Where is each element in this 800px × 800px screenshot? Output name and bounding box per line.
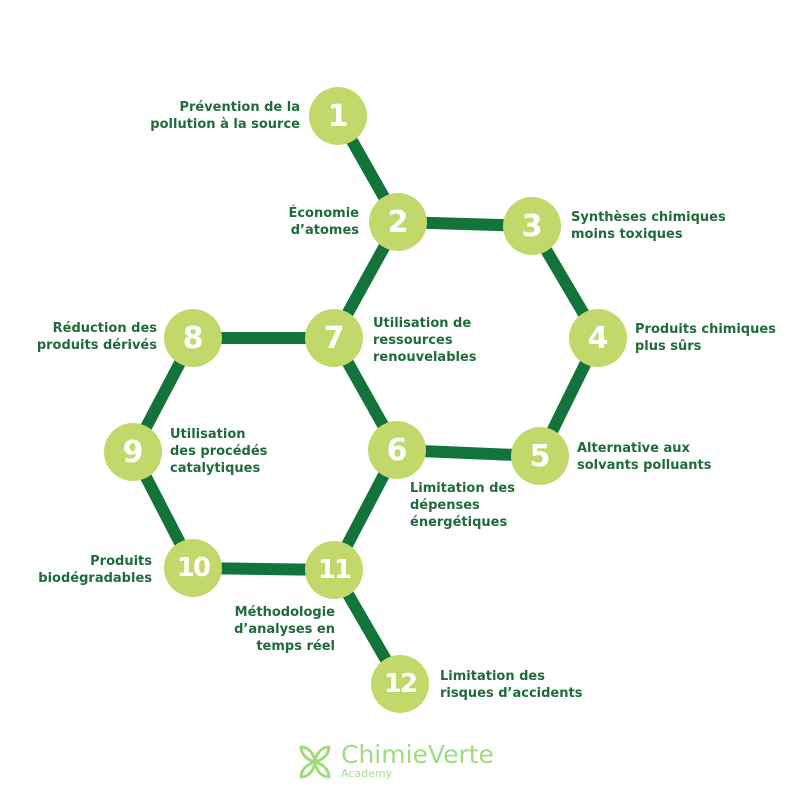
node-6: 6 [368,421,426,479]
label-10: Produits biodégradables [38,554,152,586]
node-10: 10 [164,539,222,597]
node-5: 5 [511,427,569,485]
label-5: Alternative aux solvants polluants [577,441,712,473]
node-1: 1 [309,87,367,145]
label-1: Prévention de la pollution à la source [150,100,300,132]
node-8: 8 [164,309,222,367]
label-4: Produits chimiques plus sûrs [635,322,776,354]
node-2: 2 [369,193,427,251]
label-12: Limitation des risques d’accidents [440,669,583,701]
node-7: 7 [305,309,363,367]
logo-subtitle: Academy [341,767,393,780]
label-8: Réduction des produits dérivés [36,321,157,353]
node-9: 9 [104,423,162,481]
leaf-flower-icon [297,742,333,786]
node-12: 12 [371,655,429,713]
label-3: Synthèses chimiques moins toxiques [571,210,726,242]
label-7: Utilisation de ressources renouvelables [373,316,477,365]
label-6: Limitation des dépenses énergétiques [410,481,515,530]
label-9: Utilisation des procédés catalytiques [170,427,268,476]
node-3: 3 [503,197,561,255]
node-4: 4 [569,309,627,367]
logo-brand-text: ChimieVerte [341,740,494,769]
node-11: 11 [305,541,363,599]
label-2: Économie d’atomes [288,206,359,238]
label-11: Méthodologie d’analyses en temps réel [234,605,335,654]
logo: ChimieVerte Academy [297,742,494,786]
